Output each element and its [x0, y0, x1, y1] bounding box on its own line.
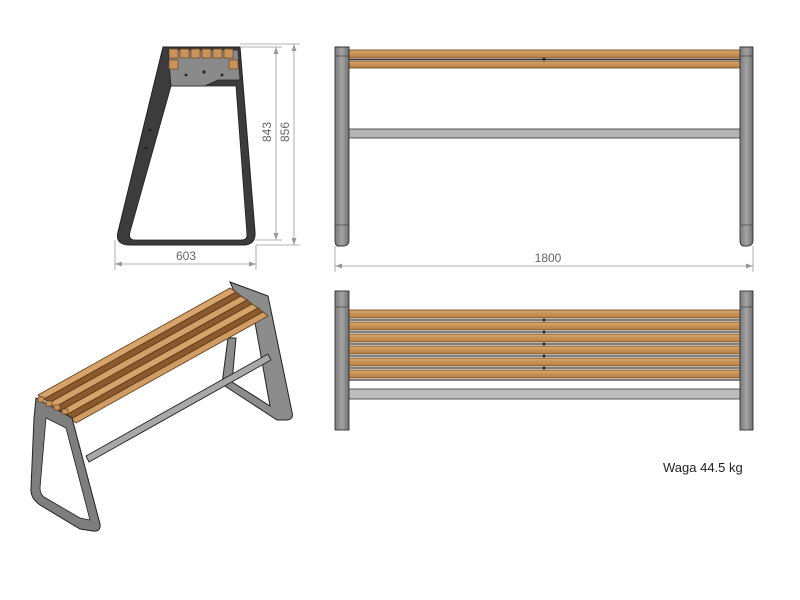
dimension-1800-label: 1800 [535, 251, 562, 265]
dimension-603-label: 603 [176, 249, 196, 263]
top-view [334, 290, 754, 431]
iso-back-leg [221, 281, 293, 421]
dimension-1800: 1800 [334, 246, 754, 272]
top-view-left-leg [334, 290, 350, 431]
side-view-bolts [144, 70, 224, 150]
side-view-leg-opening [129, 85, 248, 241]
top-view-right-leg [739, 290, 754, 431]
front-view-right-leg [739, 46, 754, 247]
iso-stretcher-bar [85, 353, 272, 463]
dimension-856-label: 856 [278, 122, 292, 142]
dimension-856: 856 [240, 43, 300, 246]
side-view-bracket [167, 49, 241, 87]
top-view-stretcher-bar [348, 388, 741, 400]
dimension-843: 843 [240, 46, 282, 241]
iso-front-leg-opening [39, 417, 91, 521]
side-view: 843 856 603 [114, 43, 300, 270]
front-view-slat-lower [348, 60, 741, 69]
front-view-stretcher-bar [348, 128, 741, 139]
front-view: 1800 [334, 46, 754, 272]
dimension-843-label: 843 [260, 122, 274, 142]
weight-label: Waga 44.5 kg [663, 460, 743, 475]
front-view-left-leg [334, 46, 350, 247]
side-view-slat-ends [168, 48, 239, 70]
isometric-view [30, 281, 293, 532]
front-view-slat-top [348, 49, 741, 59]
dimension-603: 603 [114, 240, 257, 270]
